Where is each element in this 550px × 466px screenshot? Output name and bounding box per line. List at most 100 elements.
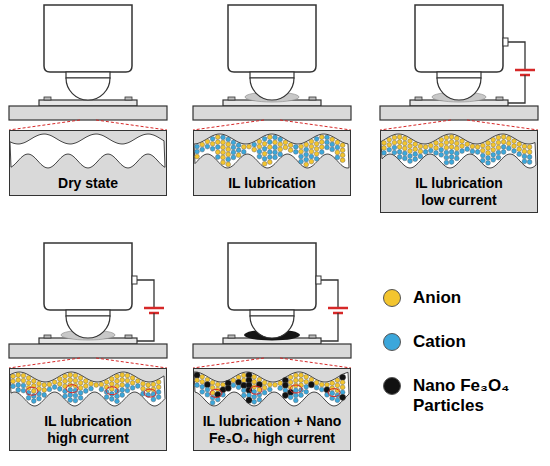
ion-dot bbox=[314, 385, 319, 390]
ion-dot bbox=[130, 376, 135, 381]
contact-spot bbox=[106, 387, 118, 395]
ion-dot bbox=[156, 395, 161, 400]
ion-dot bbox=[194, 372, 200, 378]
ion-dot bbox=[141, 381, 146, 386]
ion-dot bbox=[73, 398, 78, 403]
ion-dot bbox=[449, 160, 454, 165]
ion-dot bbox=[221, 382, 226, 387]
ion-dot bbox=[309, 139, 314, 144]
legend-item: Nano Fe₃O₄ Particles bbox=[383, 376, 543, 416]
legend-swatch bbox=[383, 333, 401, 351]
ion-dot bbox=[314, 151, 319, 156]
ion-dot bbox=[68, 398, 73, 403]
ion-dot bbox=[11, 384, 16, 389]
ion-dot bbox=[120, 393, 125, 398]
ion-dot bbox=[283, 388, 288, 393]
ion-dot bbox=[314, 380, 319, 385]
state-label: IL lubrication high current bbox=[32, 413, 144, 447]
ion-dot bbox=[73, 373, 78, 378]
ion-dot bbox=[26, 376, 31, 381]
ion-dot bbox=[527, 145, 532, 150]
ion-dot bbox=[319, 135, 324, 140]
ion-dot bbox=[299, 144, 304, 149]
ion-dot bbox=[402, 151, 407, 156]
ion-dot bbox=[215, 155, 220, 160]
surface-gap bbox=[10, 134, 165, 168]
ion-dot bbox=[52, 385, 57, 390]
ion-dot bbox=[506, 141, 511, 146]
ion-dot bbox=[308, 382, 314, 388]
ion-dot bbox=[314, 136, 319, 141]
ion-dot bbox=[221, 160, 226, 165]
ion-dot bbox=[340, 380, 345, 385]
ion-dot bbox=[293, 150, 298, 155]
ion-dot bbox=[104, 380, 109, 385]
ion-dot bbox=[236, 375, 241, 380]
state-label: Dry state bbox=[13, 175, 163, 192]
ion-dot bbox=[262, 136, 267, 141]
ion-dot bbox=[335, 155, 340, 160]
ion-dot bbox=[283, 140, 288, 145]
ion-dot bbox=[273, 135, 278, 140]
ion-dot bbox=[37, 381, 42, 386]
substrate-block: IL lubrication + Nano Fe₃O₄ high current bbox=[193, 368, 351, 451]
ion-dot bbox=[257, 149, 262, 154]
ion-dot bbox=[491, 147, 496, 152]
ion-dot bbox=[335, 150, 340, 155]
ion-dot bbox=[319, 387, 324, 392]
ion-dot bbox=[200, 384, 205, 389]
ion-dot bbox=[257, 154, 262, 159]
ion-dot bbox=[195, 154, 200, 159]
ion-dot bbox=[517, 147, 522, 152]
ion-dot bbox=[210, 141, 215, 146]
ion-dot bbox=[486, 161, 491, 166]
ion-dot bbox=[465, 147, 470, 152]
ion-dot bbox=[299, 154, 304, 159]
ion-dot bbox=[319, 145, 324, 150]
ion-dot bbox=[512, 139, 517, 144]
rig-il-high-current bbox=[9, 243, 167, 368]
ion-dot bbox=[288, 395, 293, 400]
ion-dot bbox=[78, 381, 83, 386]
ion-dot bbox=[387, 137, 392, 142]
ion-dot bbox=[340, 374, 346, 380]
ion-dot bbox=[309, 377, 314, 382]
ion-dot bbox=[42, 383, 47, 388]
ion-dot bbox=[221, 155, 226, 160]
ion-dot bbox=[273, 382, 278, 387]
ion-dot bbox=[299, 393, 304, 398]
ion-dot bbox=[252, 399, 257, 404]
ion-dot bbox=[382, 146, 387, 151]
ion-dot bbox=[63, 394, 68, 399]
ion-dot bbox=[413, 147, 418, 152]
ion-dot bbox=[120, 378, 125, 383]
ion-dot bbox=[506, 136, 511, 141]
rig-il-low-current bbox=[380, 5, 538, 130]
ion-dot bbox=[241, 150, 246, 155]
ion-dot bbox=[335, 378, 340, 383]
ion-dot bbox=[522, 154, 527, 159]
ion-dot bbox=[252, 374, 257, 379]
substrate-block: IL lubrication bbox=[193, 130, 351, 196]
ion-dot bbox=[78, 386, 83, 391]
contact-zone bbox=[10, 369, 166, 413]
ion-dot bbox=[73, 378, 78, 383]
ion-dot bbox=[293, 145, 298, 150]
ion-dot bbox=[78, 391, 83, 396]
ion-dot bbox=[205, 377, 210, 382]
ion-dot bbox=[439, 147, 444, 152]
ion-dot bbox=[200, 147, 205, 152]
ion-dot bbox=[314, 141, 319, 146]
ion-dot bbox=[309, 159, 314, 164]
rig-il bbox=[193, 5, 351, 130]
ion-dot bbox=[475, 150, 480, 155]
ion-dot bbox=[413, 142, 418, 147]
ion-dot bbox=[418, 144, 423, 149]
ion-dot bbox=[195, 378, 200, 383]
ion-dot bbox=[156, 385, 161, 390]
ion-dot bbox=[57, 382, 62, 387]
ion-dot bbox=[293, 373, 298, 378]
ion-dot bbox=[293, 398, 298, 403]
ion-dot bbox=[465, 142, 470, 147]
ion-dot bbox=[319, 382, 324, 387]
